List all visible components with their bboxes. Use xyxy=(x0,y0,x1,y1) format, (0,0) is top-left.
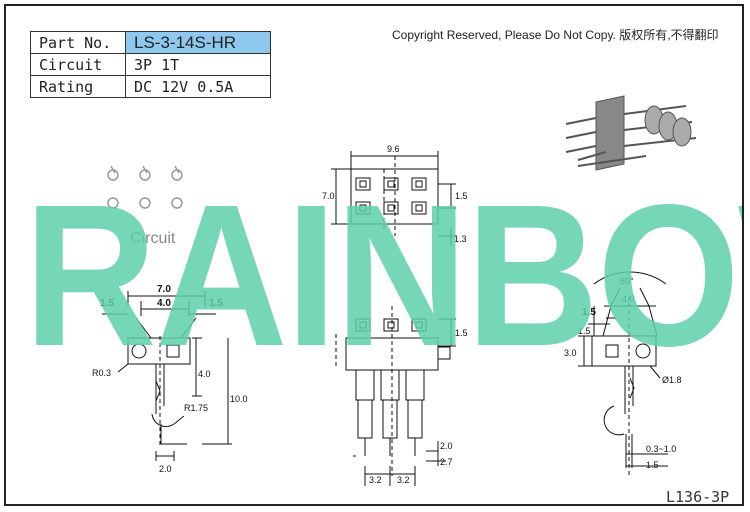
circuit-diagram xyxy=(107,165,183,209)
dim-right-range: 0.3~1.0 xyxy=(646,444,676,454)
spec-key: Rating xyxy=(30,75,126,98)
dim-right-inner: 4.0 xyxy=(622,294,635,304)
dim-left-inner: 4.0 xyxy=(157,298,171,309)
dim-front-pin-b: 2.7 xyxy=(440,457,453,467)
front-view xyxy=(335,306,456,486)
dim-right-vert: 1.5 xyxy=(578,326,591,336)
dim-right-bottom: 1.5 xyxy=(646,460,659,470)
dim-top-width: 9.6 xyxy=(387,144,400,154)
dim-right-side: 1.5 xyxy=(582,307,596,318)
rainbow-watermark: RAINBOW xyxy=(24,162,742,388)
dim-top-height: 7.0 xyxy=(322,191,335,201)
dim-left-radius2: R1.75 xyxy=(184,403,208,413)
spec-table: Part No. LS-3-14S-HR Circuit 3P 1T Ratin… xyxy=(30,31,271,98)
spec-row-rating: Rating DC 12V 0.5A xyxy=(30,75,271,98)
dim-front-pitch-b: 3.2 xyxy=(397,475,410,485)
dim-front-pin-a: 2.0 xyxy=(440,441,453,451)
dim-left-h1: 4.0 xyxy=(198,369,211,379)
dim-left-h2: 10.0 xyxy=(230,394,248,404)
dim-right-angle: 60° xyxy=(620,276,634,286)
dim-front-pitch-a: 3.2 xyxy=(369,475,382,485)
dim-top-pitch: 1.5 xyxy=(455,191,468,201)
dim-left-side-b: 1.5 xyxy=(209,298,223,309)
dim-left-bottom: 2.0 xyxy=(159,464,172,474)
dim-left-side-a: 1.5 xyxy=(100,298,114,309)
dim-top-offset: 1.3 xyxy=(454,234,467,244)
spec-key: Circuit xyxy=(30,53,126,76)
right-view xyxy=(578,271,668,476)
dim-left-radius: R0.3 xyxy=(92,368,111,378)
copyright-notice: Copyright Reserved, Please Do Not Copy. … xyxy=(392,28,719,42)
drawing-frame: Part No. LS-3-14S-HR Circuit 3P 1T Ratin… xyxy=(4,4,744,506)
spec-row-part: Part No. LS-3-14S-HR xyxy=(30,31,271,54)
dim-right-height: 3.0 xyxy=(564,348,577,358)
top-view xyxy=(331,151,456,246)
left-view xyxy=(102,291,232,461)
dim-right-dia: Ø1.8 xyxy=(662,375,682,385)
dim-left-width: 7.0 xyxy=(157,284,171,295)
circuit-label: Circuit xyxy=(130,230,176,247)
drawing-code: L136-3P xyxy=(666,488,730,506)
product-illustration xyxy=(565,95,697,171)
spec-key: Part No. xyxy=(30,31,126,54)
part-number: LS-3-14S-HR xyxy=(125,31,271,54)
dimension-labels: 9.6 7.0 1.5 1.3 7.0 4.0 1.5 1.5 R0.3 4.0… xyxy=(92,144,682,485)
spec-value: DC 12V 0.5A xyxy=(125,75,271,98)
dim-front-top: 1.5 xyxy=(455,328,468,338)
technical-drawing: 9.6 7.0 1.5 1.3 7.0 4.0 1.5 1.5 R0.3 4.0… xyxy=(92,95,697,486)
